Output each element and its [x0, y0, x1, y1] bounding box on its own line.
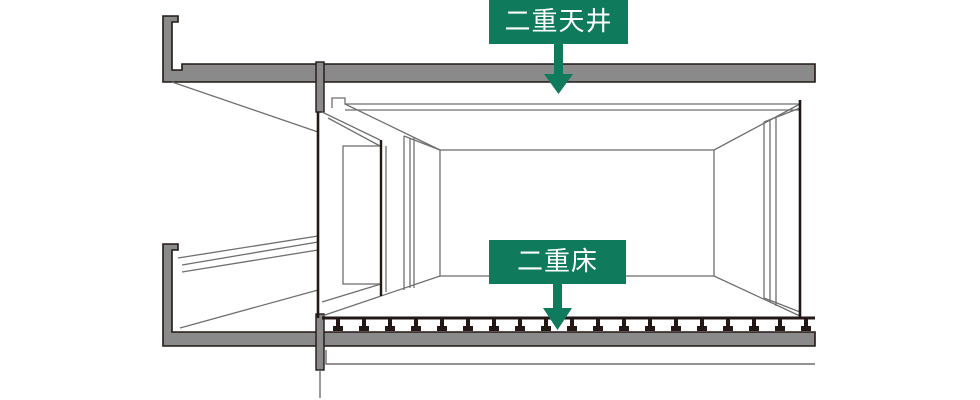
floor-support-post — [518, 319, 522, 327]
upper-slab-shape — [162, 15, 816, 83]
arrows — [543, 40, 573, 330]
ceiling-edge-right — [713, 103, 801, 151]
wall-column — [315, 61, 815, 398]
floor-support-post — [726, 319, 730, 327]
floor-support-foot — [801, 326, 811, 331]
floor-support-post — [492, 319, 496, 327]
balcony-rail-mid — [181, 241, 319, 266]
floor-support-foot — [411, 326, 421, 331]
ceiling-board-line — [331, 97, 800, 108]
floor-support-post — [752, 319, 756, 327]
right-window-bottom — [763, 297, 801, 313]
floor-support-foot — [775, 326, 785, 331]
floor-support-foot — [437, 326, 447, 331]
lower-slab-shape — [162, 243, 816, 347]
floor-support-foot — [723, 326, 733, 331]
left-wall-top-a — [321, 111, 381, 141]
floor-support-post — [778, 319, 782, 327]
floor-supports — [333, 319, 811, 331]
floor-support-post — [622, 319, 626, 327]
floor-support-foot — [645, 326, 655, 331]
balcony-rail-low — [181, 249, 319, 273]
floor-support-foot — [359, 326, 369, 331]
left-wall-top-b — [327, 117, 381, 147]
floor-support-post — [544, 319, 548, 327]
ceiling-edge-left — [344, 103, 441, 151]
lower-slab — [162, 243, 816, 347]
floor-support-foot — [489, 326, 499, 331]
balcony-upper-diagonal — [171, 81, 319, 133]
upper-slab — [162, 15, 816, 83]
left-opening-floor — [321, 283, 382, 303]
ceiling-arrow-head — [544, 74, 573, 94]
floor-support-foot — [619, 326, 629, 331]
floor-support-post — [648, 319, 652, 327]
floor-support-post — [336, 319, 340, 327]
floor-support-foot — [749, 326, 759, 331]
floor-support-post — [388, 319, 392, 327]
floor-support-foot — [697, 326, 707, 331]
floor-support-foot — [671, 326, 681, 331]
floor-arrow — [543, 282, 572, 330]
right-window-top — [763, 107, 801, 123]
floor-arrow-head — [543, 308, 572, 330]
floor-support-post — [804, 319, 808, 327]
floor-support-post — [596, 319, 600, 327]
floor-support-post — [674, 319, 678, 327]
left-opening — [342, 145, 382, 285]
floor-arrow-shaft — [553, 282, 562, 310]
ceiling-arrow-shaft — [554, 40, 563, 76]
upper-column — [315, 61, 325, 113]
floor-support-post — [570, 319, 574, 327]
lower-slab-return — [325, 350, 815, 365]
left-post-top — [403, 135, 441, 151]
double-floor-label: 二重床 — [489, 240, 626, 284]
floor-support-foot — [541, 326, 551, 331]
balcony-rail-top — [177, 235, 319, 259]
balcony-floor-diagonal — [179, 289, 319, 329]
floor-support-foot — [385, 326, 395, 331]
double-ceiling-label: 二重天井 — [489, 0, 628, 44]
lower-column — [315, 313, 325, 371]
room-perspective — [321, 100, 802, 318]
floor-support-post — [362, 319, 366, 327]
floor-support-post — [440, 319, 444, 327]
ceiling-arrow — [544, 40, 573, 94]
floor-support-foot — [333, 326, 343, 331]
floor-support-post — [414, 319, 418, 327]
floor-support-foot — [567, 326, 577, 331]
double-floor — [322, 316, 815, 331]
floor-edge-right — [713, 275, 801, 317]
ceiling-board — [331, 97, 800, 111]
floor-support-post — [700, 319, 704, 327]
floor-support-foot — [593, 326, 603, 331]
balcony — [171, 81, 320, 329]
floor-support-foot — [463, 326, 473, 331]
floor-support-foot — [515, 326, 525, 331]
floor-support-post — [466, 319, 470, 327]
